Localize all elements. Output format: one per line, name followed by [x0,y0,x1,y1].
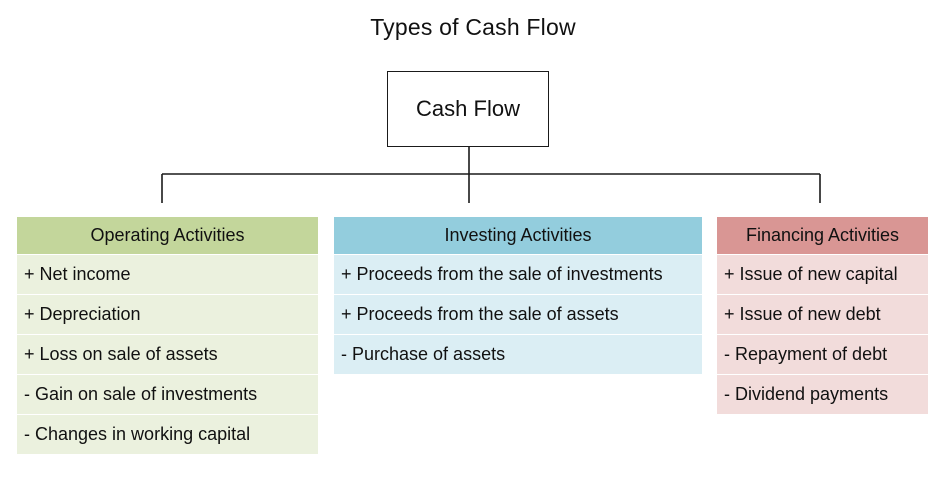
column-investing-activities: Investing Activities + Proceeds from the… [334,217,702,374]
column-operating-activities: Operating Activities + Net income + Depr… [17,217,318,454]
financing-activities-header: Financing Activities [717,217,928,254]
financing-item: + Issue of new capital [717,255,928,294]
investing-item: - Purchase of assets [334,335,702,374]
investing-item: + Proceeds from the sale of assets [334,295,702,334]
operating-item: + Depreciation [17,295,318,334]
operating-activities-header: Operating Activities [17,217,318,254]
diagram-title: Types of Cash Flow [370,14,576,40]
financing-item: - Repayment of debt [717,335,928,374]
operating-item: - Changes in working capital [17,415,318,454]
column-financing-activities: Financing Activities + Issue of new capi… [717,217,928,414]
root-node-cash-flow: Cash Flow [387,71,549,147]
investing-activities-header: Investing Activities [334,217,702,254]
operating-item: + Loss on sale of assets [17,335,318,374]
financing-item: - Dividend payments [717,375,928,414]
investing-item: + Proceeds from the sale of investments [334,255,702,294]
operating-item: - Gain on sale of investments [17,375,318,414]
financing-item: + Issue of new debt [717,295,928,334]
operating-item: + Net income [17,255,318,294]
